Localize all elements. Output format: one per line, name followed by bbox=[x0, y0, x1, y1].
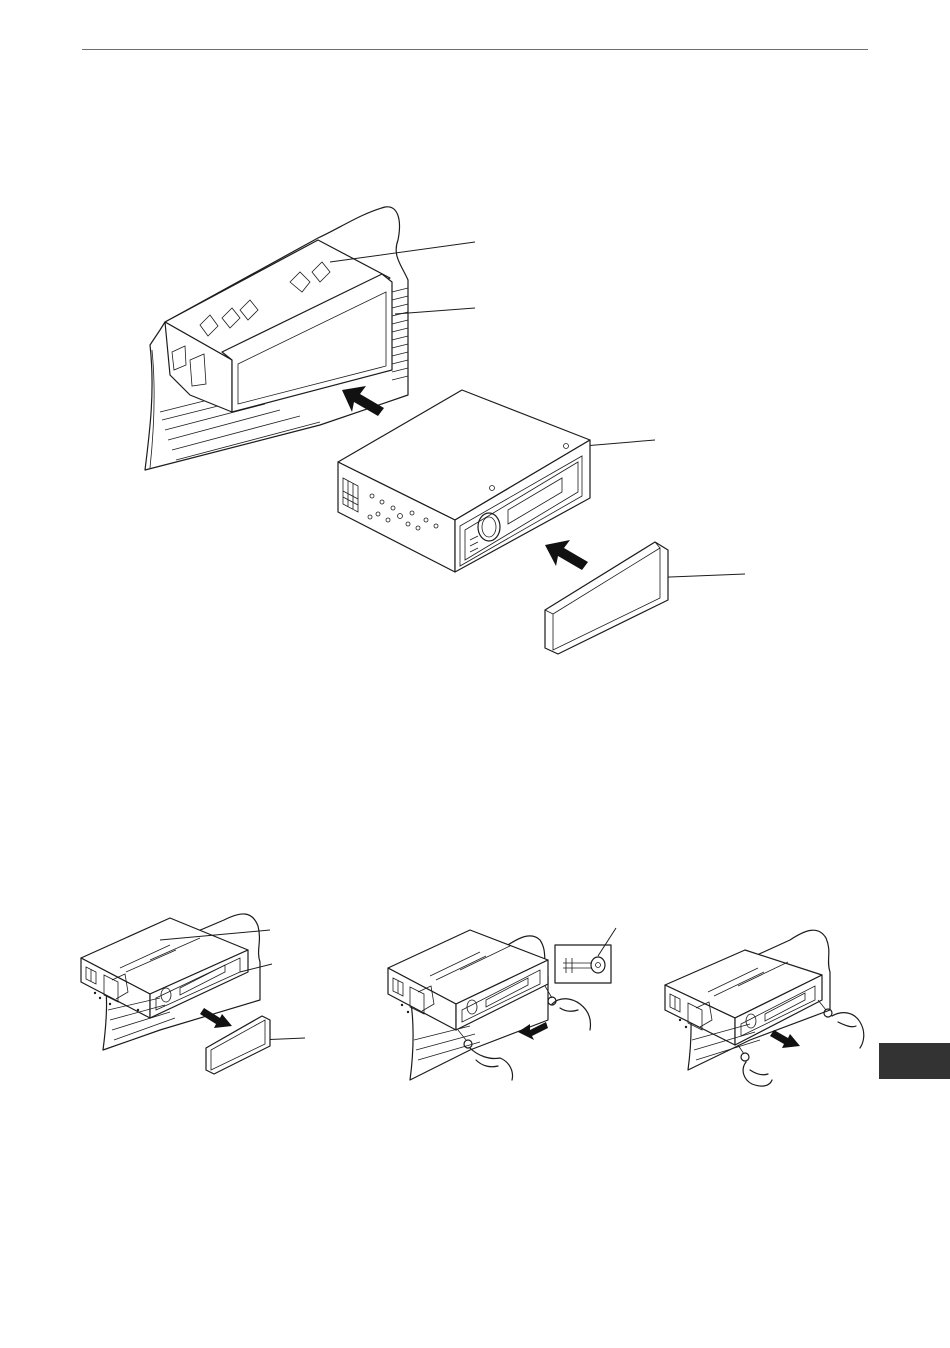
step2-figure bbox=[388, 930, 548, 1080]
mounting-sleeve bbox=[165, 240, 392, 412]
leader-dashboard bbox=[395, 308, 475, 314]
leader-sleeve-tab bbox=[330, 242, 475, 262]
arrow-icon bbox=[200, 1008, 232, 1028]
hand-icon bbox=[832, 1013, 864, 1048]
hand-icon bbox=[470, 1048, 513, 1080]
arrow-icon bbox=[518, 1022, 548, 1040]
screwdriver-tab-icon bbox=[741, 1053, 749, 1061]
arrow-icon bbox=[770, 1030, 800, 1048]
screwdriver-tab-icon bbox=[464, 1040, 472, 1048]
arrow-icon bbox=[342, 386, 384, 416]
step3-figure bbox=[665, 930, 830, 1070]
hand-icon bbox=[552, 999, 591, 1030]
release-key-icon bbox=[555, 945, 611, 983]
hand-icon bbox=[743, 1062, 772, 1086]
chapter-tab bbox=[879, 1043, 950, 1079]
trim-frame-small bbox=[206, 1016, 270, 1074]
step1-figure bbox=[81, 914, 260, 1050]
arrow-icon bbox=[545, 540, 588, 570]
